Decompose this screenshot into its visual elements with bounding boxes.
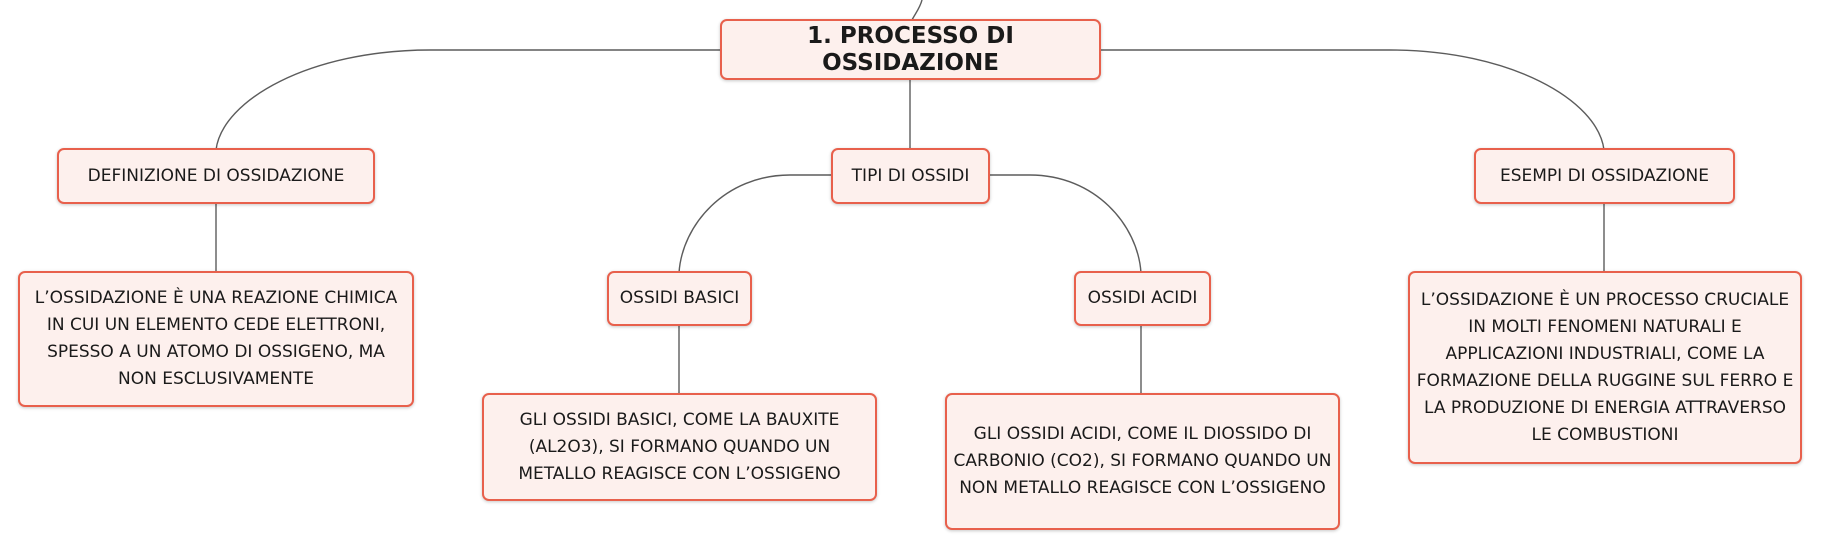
acid-oxides-node[interactable]: OSSIDI ACIDI	[1074, 271, 1211, 326]
main-topic-node[interactable]: 1. PROCESSO DI OSSIDAZIONE	[720, 19, 1101, 80]
basic-oxides-node[interactable]: OSSIDI BASICI	[607, 271, 752, 326]
examples-text: L’OSSIDAZIONE È UN PROCESSO CRUCIALE IN …	[1416, 289, 1794, 445]
types-node[interactable]: TIPI DI OSSIDI	[831, 148, 990, 204]
basic-oxides-label: OSSIDI BASICI	[619, 288, 740, 308]
acid-oxides-text: GLI OSSIDI ACIDI, COME IL DIOSSIDO DI CA…	[953, 424, 1332, 498]
connector-main-to-examples	[1099, 49, 1605, 151]
connector-main-to-definition	[215, 49, 722, 151]
examples-text-node[interactable]: L’OSSIDAZIONE È UN PROCESSO CRUCIALE IN …	[1408, 271, 1802, 464]
types-label: TIPI DI OSSIDI	[851, 165, 970, 186]
definition-node[interactable]: DEFINIZIONE DI OSSIDAZIONE	[57, 148, 375, 204]
definition-text-node[interactable]: L’OSSIDAZIONE È UNA REAZIONE CHIMICA IN …	[18, 271, 414, 407]
connector-types-to-basic	[678, 174, 833, 274]
basic-oxides-text-node[interactable]: GLI OSSIDI BASICI, COME LA BAUXITE (AL2O…	[482, 393, 877, 501]
definition-text: L’OSSIDAZIONE È UNA REAZIONE CHIMICA IN …	[34, 288, 398, 389]
examples-node[interactable]: ESEMPI DI OSSIDAZIONE	[1474, 148, 1735, 204]
main-topic-label: 1. PROCESSO DI OSSIDAZIONE	[807, 22, 1014, 76]
basic-oxides-text: GLI OSSIDI BASICI, COME LA BAUXITE (AL2O…	[518, 409, 841, 484]
examples-label: ESEMPI DI OSSIDAZIONE	[1499, 165, 1709, 186]
acid-oxides-text-node[interactable]: GLI OSSIDI ACIDI, COME IL DIOSSIDO DI CA…	[945, 393, 1340, 530]
definition-label: DEFINIZIONE DI OSSIDAZIONE	[87, 165, 345, 186]
connector-types-to-acid	[988, 174, 1142, 274]
connector-parent-to-main	[911, 0, 923, 21]
acid-oxides-label: OSSIDI ACIDI	[1087, 288, 1198, 308]
